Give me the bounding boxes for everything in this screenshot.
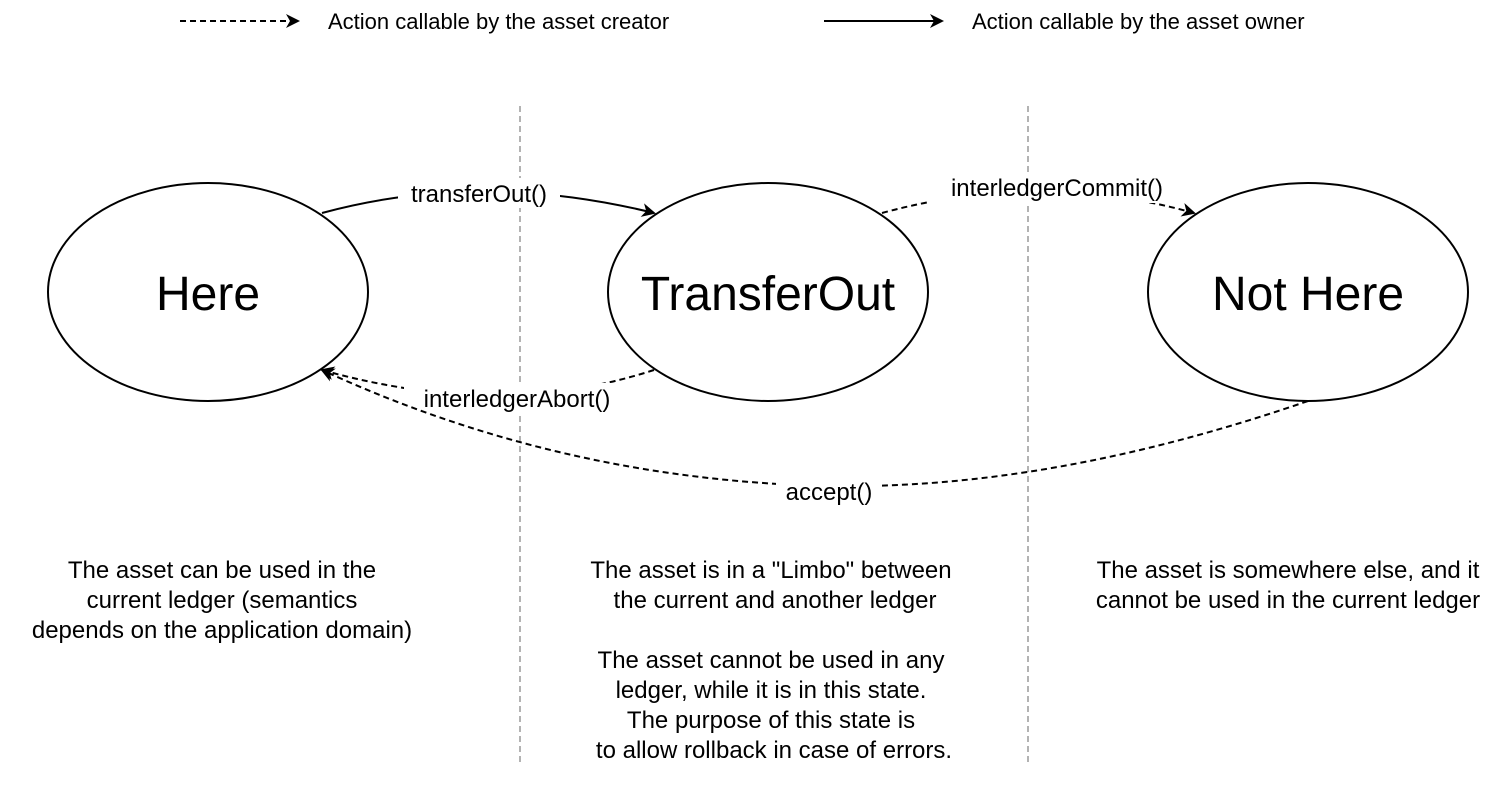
legend-owner-label: Action callable by the asset owner: [972, 9, 1305, 34]
state-not-here-label: Not Here: [1212, 268, 1404, 321]
description-transferout-line: The asset cannot be used in any: [598, 647, 945, 674]
edge-interledger-abort-label: interledgerAbort(): [424, 386, 611, 413]
legend-creator-label: Action callable by the asset creator: [328, 9, 669, 34]
description-transferout-line: to allow rollback in case of errors.: [596, 737, 952, 764]
state-transferout: TransferOut: [607, 182, 929, 402]
edge-interledger-commit: [881, 190, 1196, 217]
description-transferout-line: ledger, while it is in this state.: [616, 677, 927, 704]
edge-transferout-label: transferOut(): [411, 181, 547, 208]
description-not-here: The asset is somewhere else, and it cann…: [1096, 557, 1480, 614]
state-here-label: Here: [156, 268, 260, 321]
state-transferout-label: TransferOut: [641, 268, 895, 321]
edge-interledger-commit-label: interledgerCommit(): [951, 175, 1163, 202]
edge-accept-label: accept(): [786, 479, 873, 506]
state-here: Here: [47, 182, 369, 402]
description-here-line: current ledger (semantics: [87, 587, 358, 614]
state-not-here: Not Here: [1147, 182, 1469, 402]
description-here-line: depends on the application domain): [32, 617, 412, 644]
description-not-here-line: The asset is somewhere else, and it: [1097, 557, 1480, 584]
description-here-line: The asset can be used in the: [68, 557, 376, 584]
description-here: The asset can be used in the current led…: [32, 557, 412, 644]
description-transferout: The asset is in a "Limbo" between the cu…: [590, 557, 952, 764]
description-transferout-line: The asset is in a "Limbo" between: [590, 557, 951, 584]
description-transferout-line: The purpose of this state is: [627, 707, 915, 734]
description-not-here-line: cannot be used in the current ledger: [1096, 587, 1480, 614]
description-transferout-line: the current and another ledger: [614, 587, 937, 614]
legend: Action callable by the asset creator Act…: [180, 9, 1305, 34]
